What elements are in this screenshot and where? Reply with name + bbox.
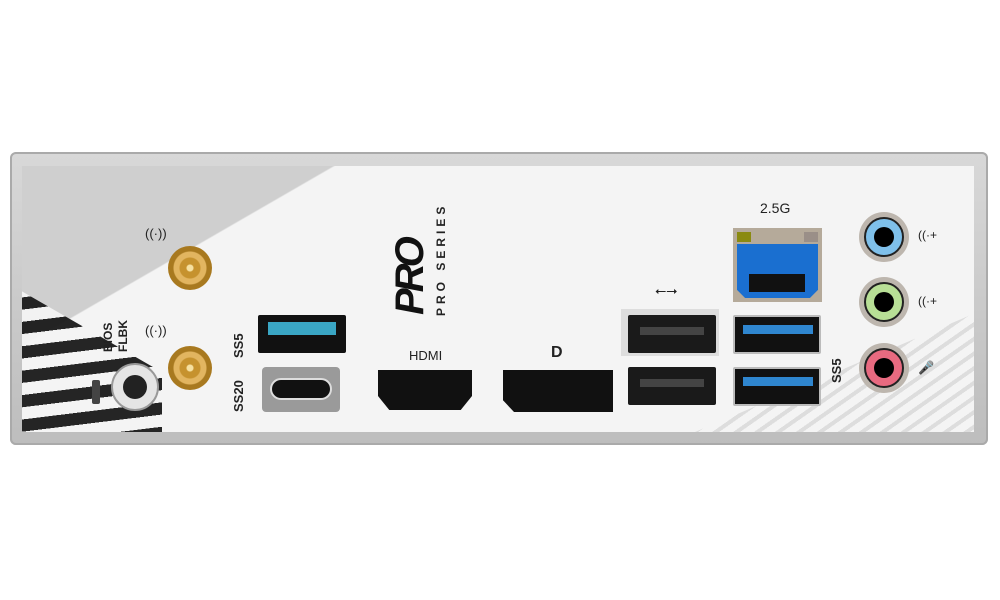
displayport-port[interactable] — [503, 370, 613, 412]
superspeed-5-label: SS5 — [231, 333, 246, 358]
mic-jack[interactable] — [859, 343, 909, 393]
io-shield-plate — [22, 166, 974, 432]
pro-series-text: PRO SERIES — [434, 202, 448, 316]
line-out-icon: ((·+ — [918, 294, 937, 308]
pro-logo: PRO — [388, 240, 432, 315]
usb-c-20gbps-port[interactable] — [262, 367, 340, 412]
usb-a-5gbps-port-right-2[interactable] — [733, 367, 821, 406]
usb-a-5gbps-port-right-1[interactable] — [733, 315, 821, 354]
superspeed-5-label-right: SS5 — [829, 358, 844, 383]
wifi-antenna-connector-2[interactable] — [168, 346, 212, 390]
line-in-icon: ((·+ — [918, 228, 937, 242]
lan-led-left — [737, 232, 751, 242]
bios-text: BIOS — [101, 322, 115, 352]
line-in-jack[interactable] — [859, 212, 909, 262]
displayport-icon: D — [551, 344, 563, 361]
wifi-icon: ((·)) — [145, 323, 167, 338]
usb-2-port-1[interactable] — [628, 315, 716, 353]
lan-led-right — [804, 232, 818, 242]
microphone-icon: 🎤 — [918, 360, 935, 375]
hdmi-label: HDMI — [409, 348, 443, 363]
wifi-icon: ((·)) — [145, 226, 167, 241]
bios-flashback-button[interactable] — [111, 363, 159, 411]
superspeed-20-label: SS20 — [231, 380, 246, 412]
ethernet-port[interactable] — [733, 228, 822, 302]
lan-speed-label: 2.5G — [760, 200, 791, 216]
line-out-jack[interactable] — [859, 277, 909, 327]
usb-2-port-2[interactable] — [628, 367, 716, 405]
wifi-antenna-connector-1[interactable] — [168, 246, 212, 290]
hdmi-port[interactable] — [378, 370, 472, 410]
usb-a-5gbps-port[interactable] — [258, 315, 346, 353]
bios-flbk-label: BIOS FLBK — [101, 320, 131, 352]
flbk-text: FLBK — [116, 320, 130, 352]
bios-led — [92, 380, 100, 404]
usb-icon: ⭠⭢ — [655, 282, 678, 298]
